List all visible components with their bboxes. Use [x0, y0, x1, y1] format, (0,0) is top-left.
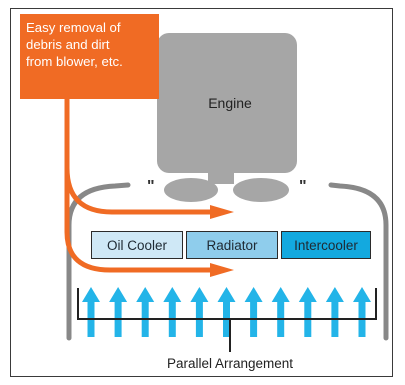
callout-line-2: debris and dirt	[26, 37, 110, 52]
radiator-box: Radiator	[186, 231, 278, 259]
intercooler-box: Intercooler	[281, 231, 371, 259]
parallel-bracket	[77, 288, 377, 320]
callout-line-1: Easy removal of	[26, 20, 121, 35]
airflow-arrow	[190, 287, 209, 337]
engine-label: Engine	[208, 95, 252, 111]
engine-foot-right	[233, 178, 289, 202]
engine-foot-left	[164, 178, 218, 202]
debris-arrow-upper-head	[210, 205, 234, 219]
engine-block	[157, 33, 297, 173]
radiator-label: Radiator	[206, 237, 258, 253]
oil-cooler-label: Oil Cooler	[106, 237, 168, 253]
diagram-frame	[10, 8, 393, 377]
airflow-arrow	[136, 287, 155, 337]
intercooler-label: Intercooler	[294, 237, 358, 253]
airflow-arrow	[163, 287, 182, 337]
airflow-arrow	[325, 287, 344, 337]
airflow-arrows	[82, 287, 371, 337]
hood-mark-left: "	[147, 178, 155, 195]
hood-right	[328, 182, 389, 341]
debris-callout: Easy removal of debris and dirt from blo…	[20, 14, 159, 99]
airflow-arrow	[109, 287, 128, 337]
oil-cooler-box: Oil Cooler	[91, 231, 183, 259]
callout-line-3: from blower, etc.	[26, 54, 123, 69]
hood-mark-right: "	[299, 178, 307, 195]
airflow-arrow	[82, 287, 100, 337]
airflow-arrow	[244, 287, 263, 337]
debris-arrow-lower-head	[210, 263, 234, 277]
debris-arrow-lower-path	[64, 168, 212, 273]
airflow-arrow	[217, 287, 236, 337]
engine-neck	[208, 168, 234, 184]
airflow-arrow	[353, 287, 371, 337]
airflow-arrow	[271, 287, 290, 337]
parallel-arrangement-caption: Parallel Arrangement	[166, 356, 294, 371]
airflow-arrow	[298, 287, 317, 337]
